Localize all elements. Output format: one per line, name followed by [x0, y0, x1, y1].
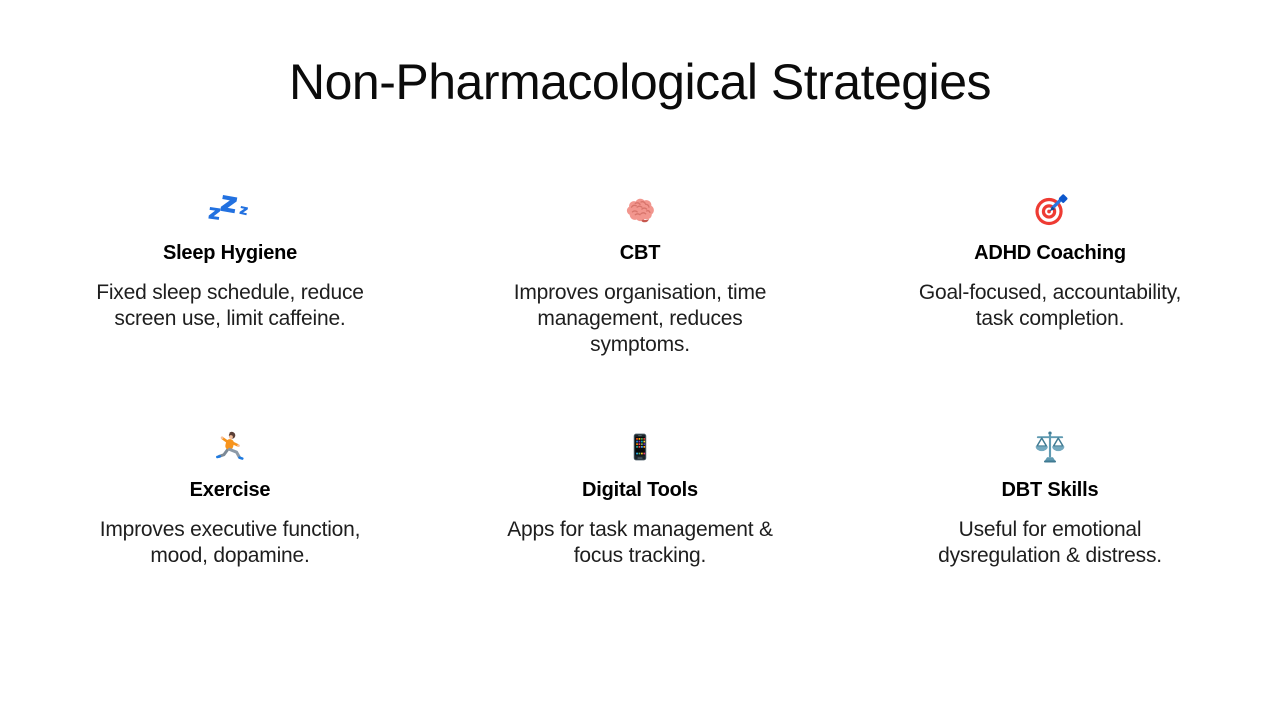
- card-description: Goal-focused, accountability, task compl…: [918, 281, 1182, 330]
- strategy-grid: Sleep Hygiene Fixed sleep schedule, redu…: [25, 189, 1255, 663]
- card-description: Improves organisation, time management, …: [513, 281, 767, 356]
- card-exercise: Exercise Improves executive function, mo…: [25, 426, 435, 663]
- mobile-phone-icon: [625, 426, 655, 468]
- card-description: Useful for emotional dysregulation & dis…: [938, 518, 1162, 567]
- card-title: DBT Skills: [1001, 479, 1099, 501]
- sleep-zzz-icon: [207, 189, 253, 231]
- brain-icon: [623, 189, 657, 231]
- runner-icon: [213, 426, 247, 468]
- card-title: CBT: [619, 242, 661, 264]
- card-title: Digital Tools: [582, 479, 698, 501]
- balance-scale-icon: [1032, 426, 1068, 468]
- card-description: Apps for task management & focus trackin…: [507, 518, 773, 567]
- card-adhd-coaching: ADHD Coaching Goal-focused, accountabili…: [845, 189, 1255, 426]
- card-sleep-hygiene: Sleep Hygiene Fixed sleep schedule, redu…: [25, 189, 435, 426]
- card-dbt-skills: DBT Skills Useful for emotional dysregul…: [845, 426, 1255, 663]
- card-cbt: CBT Improves organisation, time manageme…: [435, 189, 845, 426]
- card-title: Exercise: [189, 479, 271, 501]
- card-title: ADHD Coaching: [974, 242, 1126, 264]
- card-digital-tools: Digital Tools Apps for task management &…: [435, 426, 845, 663]
- card-description: Fixed sleep schedule, reduce screen use,…: [96, 281, 364, 330]
- card-title: Sleep Hygiene: [162, 242, 298, 264]
- dart-target-icon: [1033, 189, 1068, 231]
- page-title: Non-Pharmacological Strategies: [288, 54, 992, 110]
- card-description: Improves executive function, mood, dopam…: [99, 518, 361, 567]
